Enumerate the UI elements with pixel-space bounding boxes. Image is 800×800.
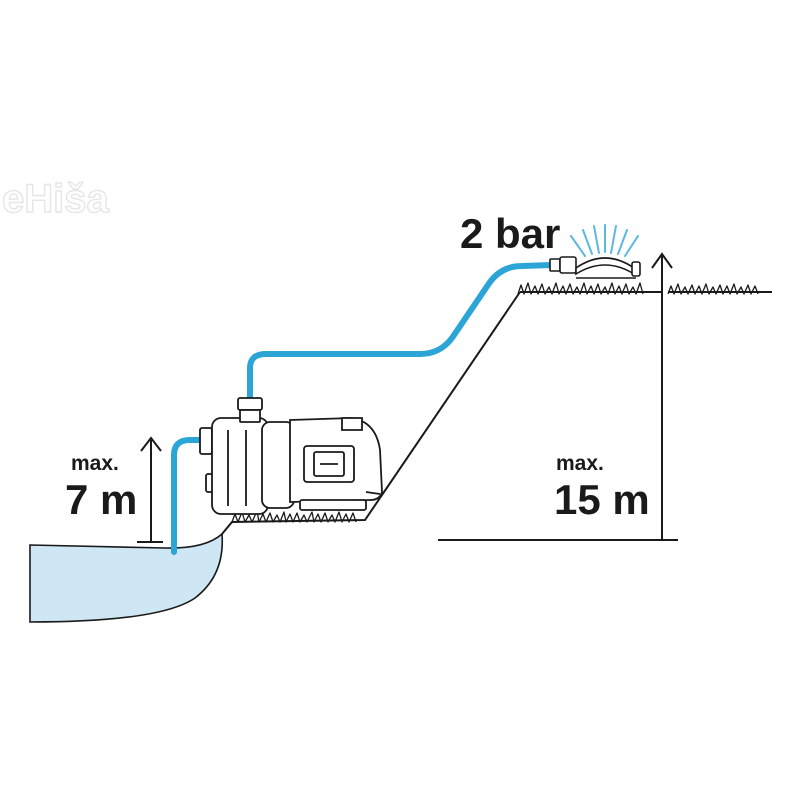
pressure-label: 2 bar [460,210,560,257]
water-body [29,532,224,623]
suction-height-value: 7 m [65,476,137,523]
suction-height-prefix: max. [71,452,119,475]
watermark: eHiša [2,177,109,221]
arrow-up-icon [137,252,673,543]
suction-hose [171,437,211,555]
sprinkler-icon [549,224,641,279]
delivery-height-prefix: max. [556,452,604,475]
delivery-height-value: 15 m [554,476,650,523]
grass-icon [231,282,759,523]
discharge-hose [247,262,555,403]
pump-icon [199,397,383,515]
ground [221,291,772,541]
